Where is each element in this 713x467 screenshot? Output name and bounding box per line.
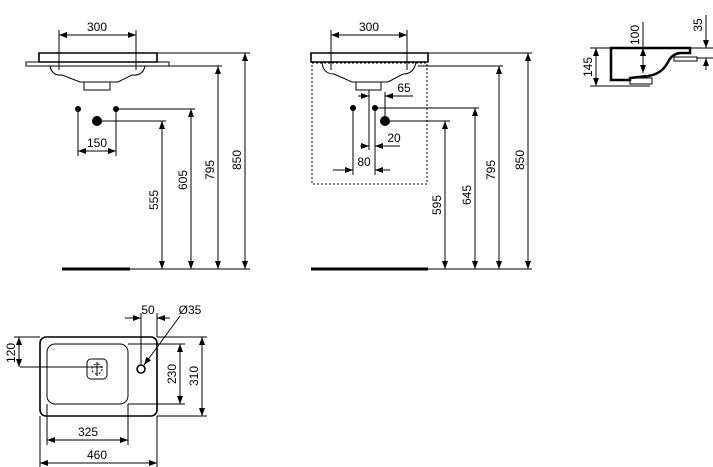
dim-bowl-depth: 230 [165,364,179,384]
dim-drain-offset: 120 [4,343,18,363]
cabinet-outline [311,62,428,185]
dim-total-depth: 145 [581,57,595,77]
tap-hole [136,364,146,374]
dim-rim-thickness: 35 [691,18,705,32]
dim-tap-hole-offset: 50 [141,303,155,317]
dim-tap-width: 300 [87,20,107,34]
side-section: 145 100 35 [581,15,713,87]
top-view: 120 230 310 325 460 50 Ø35 [4,303,207,467]
dim-overall-width: 460 [87,448,107,462]
dim-height-rim: 850 [230,150,244,170]
dim-supply-offset: 20 [387,131,401,145]
front-view-wall: 300 150 555 605 795 850 [25,20,250,271]
dim-height-waste: 595 [430,195,444,215]
waste-outlet [83,82,111,91]
front-view-pedestal: 300 65 20 80 595 645 795 850 [310,20,532,271]
dim-height-supply: 605 [176,170,190,190]
basin-bowl [321,61,417,83]
drain [86,358,108,380]
basin-outline [39,336,158,417]
dim-tap-width: 300 [359,20,379,34]
dim-height-bracket: 795 [484,160,498,180]
wall-bracket [673,56,698,62]
basin-rim [38,52,158,63]
dim-height-waste: 555 [147,190,161,210]
wall-bracket [25,61,170,67]
dim-supply-spacing: 80 [357,155,371,169]
dim-height-rim: 850 [513,150,527,170]
basin-rim [310,52,429,63]
dim-bowl-depth: 100 [628,25,642,45]
dim-waste-spacing: 150 [87,136,107,150]
waste-point [92,116,102,126]
dim-height-bracket: 795 [203,160,217,180]
dim-bowl-width: 325 [78,425,98,439]
dim-height-supply: 645 [460,185,474,205]
dim-tap-hole-diameter: Ø35 [179,303,202,317]
basin-bowl [49,65,146,83]
dim-waste-offset: 65 [397,81,411,95]
section-profile [609,46,692,82]
bowl-outline [46,343,129,405]
dim-overall-depth: 310 [187,366,201,386]
